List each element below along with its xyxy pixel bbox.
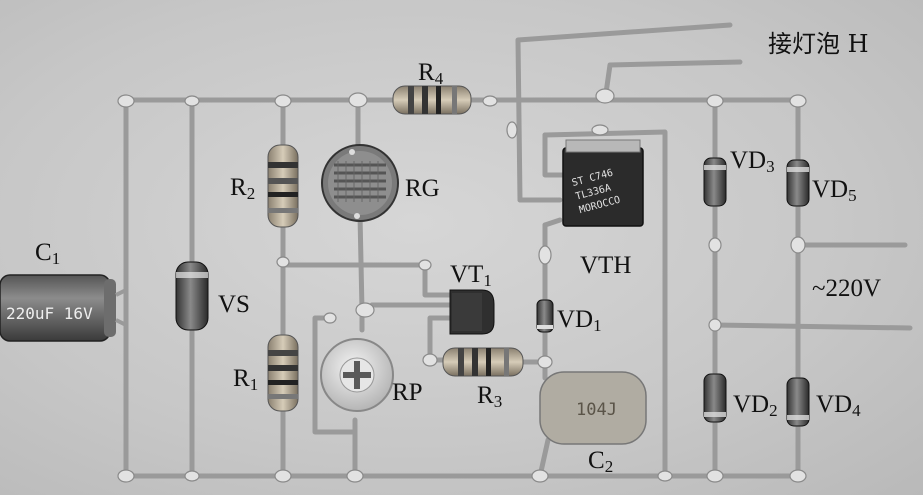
label-vd5: VD5 <box>812 176 857 205</box>
c1-marking: 220uF 16V <box>6 304 93 323</box>
solder-joints <box>117 88 807 483</box>
diode-vd5 <box>786 159 810 207</box>
label-vd1: VD1 <box>557 306 602 335</box>
label-r3: R3 <box>477 382 503 411</box>
label-vs: VS <box>218 291 250 318</box>
diode-vd3 <box>703 157 727 207</box>
label-vd3: VD3 <box>730 147 775 176</box>
label-ac-voltage: ~220V <box>812 275 882 302</box>
label-vd2: VD2 <box>733 391 778 420</box>
label-r4: R4 <box>418 59 444 88</box>
diode-vd2 <box>703 373 727 423</box>
resistor-r3 <box>442 347 524 377</box>
capacitor-c1: 220uF 16V <box>0 274 127 342</box>
capacitor-c2: 104J <box>539 371 647 445</box>
resistor-r1 <box>267 334 299 412</box>
wires <box>123 22 913 479</box>
potentiometer-rp <box>320 338 394 412</box>
label-r1: R1 <box>233 365 259 394</box>
c2-marking: 104J <box>576 400 617 420</box>
diode-vd1 <box>536 299 554 333</box>
label-lamp: 接灯泡 H <box>768 30 869 58</box>
label-vth: VTH <box>580 252 632 279</box>
label-c2: C2 <box>588 447 614 476</box>
triac-vth: ST C746 TL336A MOROCCO <box>562 139 644 227</box>
zener-vs <box>175 261 209 331</box>
label-vt1: VT1 <box>450 261 492 290</box>
label-rg: RG <box>405 175 440 202</box>
photoresistor-rg <box>321 144 399 222</box>
label-c1: C1 <box>35 239 61 268</box>
label-rp: RP <box>392 379 423 406</box>
label-vd4: VD4 <box>816 391 861 420</box>
resistor-r4 <box>392 85 472 115</box>
transistor-vt1 <box>449 289 495 335</box>
label-r2: R2 <box>230 174 256 203</box>
diode-vd4 <box>786 377 810 427</box>
resistor-r2 <box>267 144 299 228</box>
